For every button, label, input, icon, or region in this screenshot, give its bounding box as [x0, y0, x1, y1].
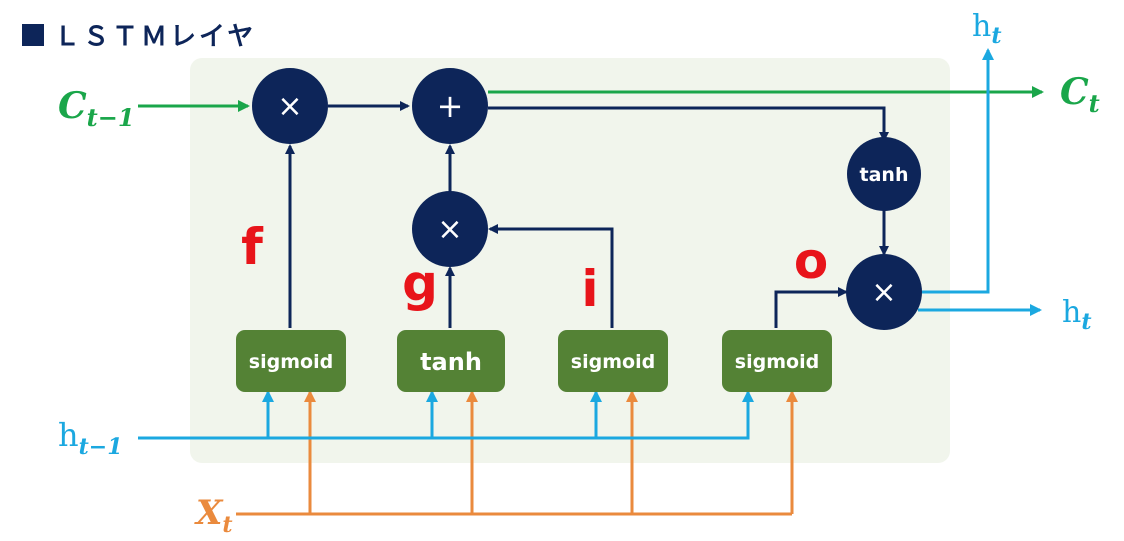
gate-label: tanh [420, 348, 482, 376]
gate-letter-g: g [402, 254, 438, 312]
input-gate: sigmoid [558, 330, 668, 392]
output-gate: sigmoid [722, 330, 832, 392]
forget-multiply-node: × [252, 68, 328, 144]
output-tanh-node: tanh [847, 137, 921, 211]
tanh-label: tanh [860, 164, 909, 186]
h-prev-label: ht−1 [58, 416, 123, 460]
title-text: ＬＳＴＭレイヤ [54, 22, 257, 52]
x-input-label: Xt [194, 493, 233, 538]
title-square-icon [22, 23, 44, 46]
hidden-output-lines [918, 48, 1042, 316]
output-multiply-node: × [846, 254, 922, 330]
cell-state-lines [138, 86, 1044, 112]
gate-label: sigmoid [735, 351, 819, 373]
h-prev-lines [138, 390, 754, 440]
candidate-gate: tanh [397, 330, 505, 392]
x-input-lines [236, 390, 798, 516]
add-symbol: + [437, 87, 464, 125]
forget-gate: sigmoid [236, 330, 346, 392]
cell-add-node: + [412, 68, 488, 144]
c-prev-label: Ct−1 [58, 85, 135, 132]
gate-letter-f: f [241, 218, 264, 276]
gate-label: sigmoid [249, 351, 333, 373]
h-right-out-label: ht [1062, 295, 1092, 335]
gate-letter-o: o [794, 232, 828, 290]
multiply-symbol: × [437, 212, 462, 247]
gate-label: sigmoid [571, 351, 655, 373]
gate-letter-i: i [581, 260, 598, 318]
internal-flow-lines [285, 101, 889, 328]
h-top-out-label: ht [972, 9, 1002, 49]
multiply-symbol: × [277, 89, 302, 124]
diagram-title: ＬＳＴＭレイヤ [22, 16, 256, 53]
multiply-symbol: × [871, 275, 896, 310]
c-out-label: Ct [1060, 71, 1100, 118]
input-multiply-node: × [412, 191, 488, 267]
